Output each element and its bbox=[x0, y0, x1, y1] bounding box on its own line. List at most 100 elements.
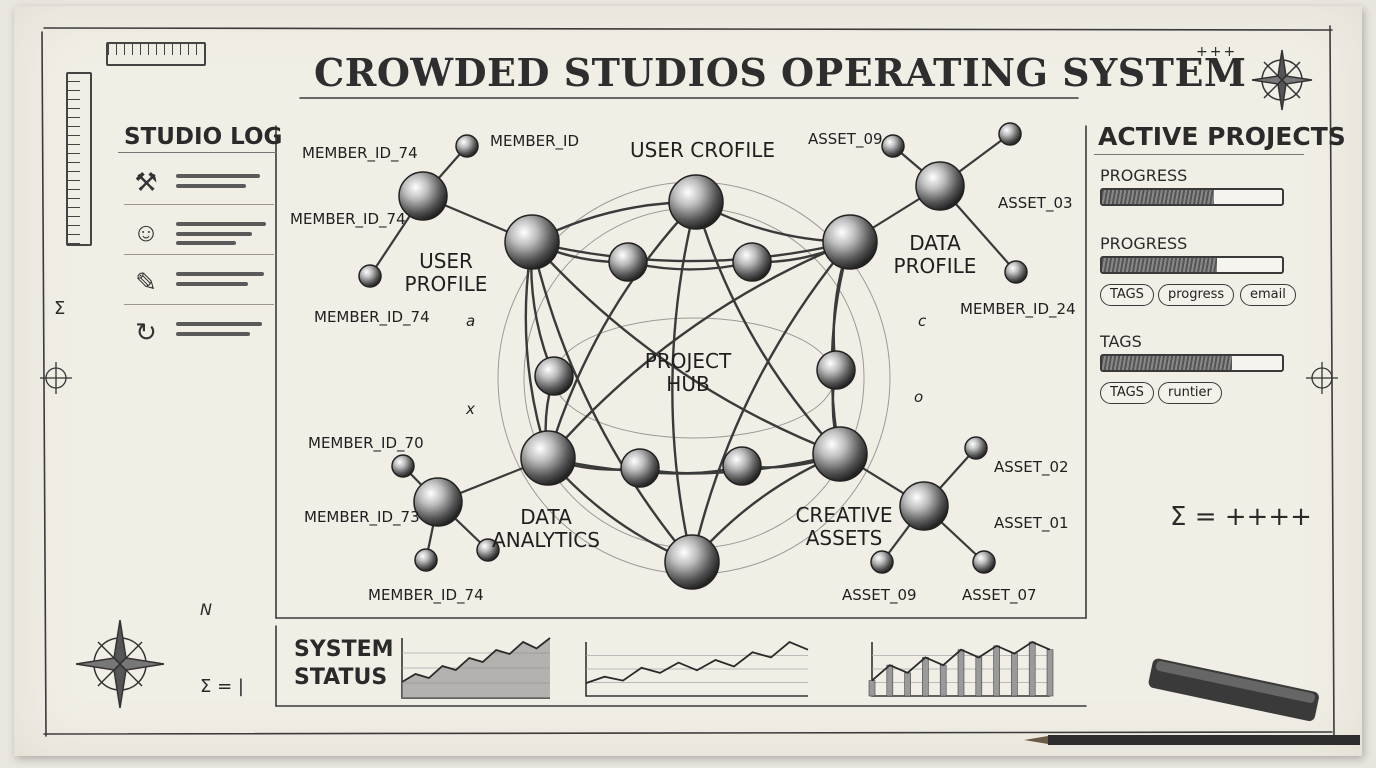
leaf-label: ASSET_02 bbox=[994, 458, 1069, 476]
diagram-leaf-sphere[interactable] bbox=[358, 264, 382, 288]
studio-log-item-3[interactable]: ✎ bbox=[124, 258, 274, 305]
chart-line bbox=[585, 640, 809, 684]
diagram-subhub-sphere[interactable] bbox=[915, 161, 965, 211]
diagram-node-small[interactable] bbox=[608, 242, 648, 282]
status-chart-3 bbox=[868, 640, 1054, 697]
project-row-2-label: PROGRESS bbox=[1100, 234, 1188, 253]
diagram-node-sphere[interactable] bbox=[664, 534, 720, 590]
pencil-icon: ✎ bbox=[135, 267, 157, 297]
leaf-label: ASSET_09 bbox=[842, 586, 917, 604]
leaf-label: MEMBER_ID bbox=[490, 132, 580, 150]
sketch-mark: c bbox=[918, 312, 927, 330]
project-row-1-progress-bar bbox=[1100, 188, 1284, 206]
compass-rose-large-icon bbox=[75, 619, 165, 709]
progress-fill bbox=[1102, 190, 1214, 204]
progress-fill bbox=[1102, 356, 1232, 370]
tools-icon: ⚒ bbox=[134, 167, 158, 197]
project-row-3-progress-bar bbox=[1100, 354, 1284, 372]
diagram-node-sphere[interactable] bbox=[822, 214, 878, 270]
chart-line bbox=[401, 637, 551, 683]
tag-chip[interactable]: progress bbox=[1158, 284, 1235, 306]
leaf-label: ASSET_09 bbox=[808, 130, 883, 148]
studio-log-item-4[interactable]: ↻ bbox=[124, 308, 274, 354]
log-scribble bbox=[176, 282, 248, 286]
diagram-subhub-sphere[interactable] bbox=[413, 477, 463, 527]
compass-small-left-icon bbox=[40, 362, 72, 394]
project-row-2-progress-bar bbox=[1100, 256, 1284, 274]
node-label-data-analytics: DATA ANALYTICS bbox=[492, 505, 600, 552]
chart-bar bbox=[886, 664, 894, 697]
status-chart-2 bbox=[585, 640, 809, 697]
diagram-leaf-sphere[interactable] bbox=[391, 454, 415, 478]
diagram-node-small[interactable] bbox=[534, 356, 574, 396]
log-scribble bbox=[176, 241, 236, 245]
leaf-label: MEMBER_ID_74 bbox=[290, 210, 406, 228]
diagram-node-sphere[interactable] bbox=[504, 214, 560, 270]
diagram-leaf-sphere[interactable] bbox=[870, 550, 894, 574]
diagram-edge bbox=[530, 240, 694, 564]
studio-log-item-2[interactable]: ☺ bbox=[124, 208, 274, 255]
diagram-edge bbox=[546, 452, 842, 475]
chart-bar bbox=[975, 657, 983, 697]
tag-chip[interactable]: TAGS bbox=[1100, 284, 1154, 306]
diagram-leaf-sphere[interactable] bbox=[476, 538, 500, 562]
diagram-node-small[interactable] bbox=[620, 448, 660, 488]
diagram-edge bbox=[530, 240, 852, 263]
frame-lines bbox=[41, 25, 1335, 737]
chart-line bbox=[871, 640, 1051, 682]
diagram-edge bbox=[690, 240, 852, 564]
tag-chip[interactable]: runtier bbox=[1158, 382, 1222, 404]
diagram-edge bbox=[546, 200, 698, 460]
north-mark: N bbox=[200, 600, 212, 619]
studio-log-item-1[interactable]: ⚒ bbox=[124, 158, 274, 205]
paper-sheet: CROWDED STUDIOS OPERATING SYSTEM STUDIO … bbox=[14, 6, 1362, 756]
log-scribble bbox=[176, 332, 250, 336]
sigma-left-equation: Σ = | bbox=[200, 676, 244, 697]
leaf-label: MEMBER_ID_73 bbox=[304, 508, 420, 526]
diagram-leaf-sphere[interactable] bbox=[414, 548, 438, 572]
diagram-node-sphere[interactable] bbox=[668, 174, 724, 230]
leaf-label: MEMBER_ID_74 bbox=[314, 308, 430, 326]
diagram-node-small[interactable] bbox=[816, 350, 856, 390]
diagram-leaf-sphere[interactable] bbox=[881, 134, 905, 158]
pencil-eraser-icon bbox=[1024, 658, 1360, 745]
chart-area bbox=[402, 638, 550, 698]
studio-log-divider bbox=[118, 152, 276, 153]
leaf-label: ASSET_01 bbox=[994, 514, 1069, 532]
diagram-subhub-sphere[interactable] bbox=[398, 171, 448, 221]
diagram-leaf-sphere[interactable] bbox=[1004, 260, 1028, 284]
progress-fill bbox=[1102, 258, 1218, 272]
diagram-leaf-sphere[interactable] bbox=[964, 436, 988, 460]
node-label-creative-assets: CREATIVE ASSETS bbox=[795, 503, 893, 550]
sketch-mark: o bbox=[914, 388, 924, 406]
log-scribble bbox=[176, 232, 252, 236]
chart-bar bbox=[993, 645, 1000, 697]
active-projects-heading: ACTIVE PROJECTS bbox=[1098, 122, 1346, 151]
diagram-edge bbox=[530, 240, 842, 456]
diagram-leaf-sphere[interactable] bbox=[972, 550, 996, 574]
diagram-leaf-sphere[interactable] bbox=[455, 134, 479, 158]
node-label-user-profile-top: USER CROFILE bbox=[630, 138, 776, 162]
compass-small-right-icon bbox=[1306, 362, 1338, 394]
diagram-leaf-sphere[interactable] bbox=[998, 122, 1022, 146]
node-label-user-profile-left: USER PROFILE bbox=[404, 249, 488, 296]
diagram-edge bbox=[694, 200, 842, 456]
diagram-subhub-sphere[interactable] bbox=[899, 481, 949, 531]
tag-chip[interactable]: email bbox=[1240, 284, 1296, 306]
log-scribble bbox=[176, 222, 266, 226]
diagram-node-sphere[interactable] bbox=[520, 430, 576, 486]
leaf-label: MEMBER_ID_74 bbox=[368, 586, 484, 604]
leaf-label: ASSET_03 bbox=[998, 194, 1073, 212]
active-projects-divider bbox=[1094, 154, 1304, 155]
leaf-label: ASSET_07 bbox=[962, 586, 1037, 604]
sketch-mark: x bbox=[466, 400, 475, 418]
project-row-1-label: PROGRESS bbox=[1100, 166, 1188, 185]
chart-bar bbox=[868, 680, 876, 697]
diagram-node-small[interactable] bbox=[732, 242, 772, 282]
sketch-mark: a bbox=[466, 312, 476, 330]
diagram-node-sphere[interactable] bbox=[812, 426, 868, 482]
diagram-node-small[interactable] bbox=[722, 446, 762, 486]
tag-chip[interactable]: TAGS bbox=[1100, 382, 1154, 404]
project-row-3-label: TAGS bbox=[1100, 332, 1142, 351]
leaf-label: MEMBER_ID_74 bbox=[302, 144, 418, 162]
